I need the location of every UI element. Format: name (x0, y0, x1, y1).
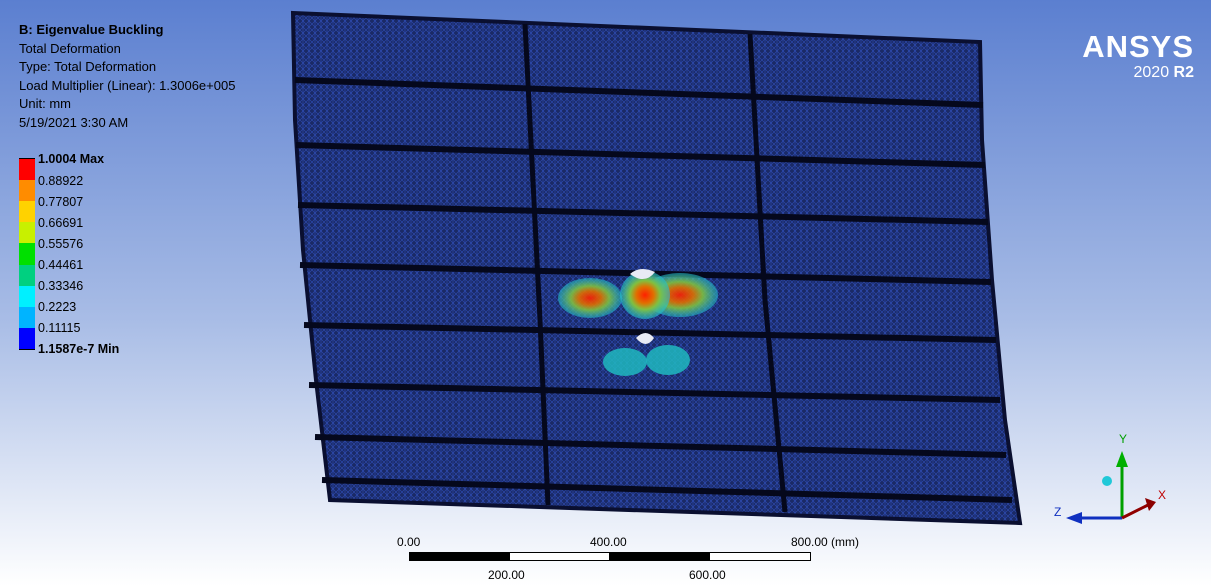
legend-label: 0.2223 (38, 300, 77, 314)
legend-swatch (19, 201, 35, 223)
legend-label: 0.66691 (38, 216, 84, 230)
scale-label: 600.00 (689, 568, 726, 582)
legend-swatch (19, 306, 35, 328)
scale-segment (509, 552, 610, 561)
ansys-logo: ANSYS 2020 R2 (1082, 31, 1194, 82)
result-timestamp: 5/19/2021 3:30 AM (19, 114, 129, 130)
result-info-panel: B: Eigenvalue Buckling Total Deformation… (19, 21, 235, 133)
legend-label: 0.33346 (38, 279, 84, 293)
legend-swatch (19, 327, 35, 349)
result-name: Total Deformation (19, 40, 121, 56)
scale-segment (609, 552, 710, 561)
version-year: 2020 (1133, 64, 1170, 81)
scale-segment (709, 552, 811, 561)
brand-version: 2020 R2 (1082, 64, 1195, 82)
coordinate-triad[interactable]: Y X Z (1050, 425, 1180, 525)
legend-label: 0.44461 (38, 258, 84, 272)
legend-swatch (19, 180, 35, 202)
load-multiplier: Load Multiplier (Linear): 1.3006e+005 (19, 77, 236, 93)
isometric-view-ball-icon (1102, 476, 1112, 486)
legend-label: 0.55576 (38, 237, 84, 251)
z-axis-arrow-icon (1066, 512, 1082, 524)
legend-label-min: 1.1587e-7 Min (38, 342, 120, 356)
analysis-title: B: Eigenvalue Buckling (19, 22, 164, 37)
scale-label: 200.00 (488, 568, 525, 582)
legend-swatch (19, 264, 35, 286)
legend-swatch (19, 243, 35, 265)
scale-label: 0.00 (397, 535, 421, 549)
legend-swatch (19, 285, 35, 307)
scale-bar: 0.00 400.00 800.00 (mm) 200.00 600.00 (397, 535, 869, 582)
buckling-deformation (558, 268, 718, 376)
legend-label-max: 1.0004 Max (38, 152, 105, 166)
scale-segment (409, 552, 510, 561)
scale-label: 800.00 (mm) (791, 535, 860, 549)
y-axis-label: Y (1119, 432, 1127, 446)
legend-label: 0.11115 (38, 321, 81, 335)
version-release: R2 (1173, 64, 1194, 81)
legend-label: 0.88922 (38, 174, 84, 188)
legend-label: 0.77807 (38, 195, 84, 209)
legend-swatch (19, 222, 35, 244)
z-axis-label: Z (1054, 505, 1061, 519)
result-type: Type: Total Deformation (19, 59, 157, 75)
x-axis-label: X (1158, 488, 1166, 502)
brand-name: ANSYS (1082, 29, 1194, 64)
result-unit: Unit: mm (19, 96, 71, 112)
x-axis-arrow-icon (1145, 498, 1156, 511)
y-axis-arrow-icon (1116, 451, 1128, 467)
scale-label: 400.00 (590, 535, 627, 549)
legend-swatch (19, 159, 35, 181)
